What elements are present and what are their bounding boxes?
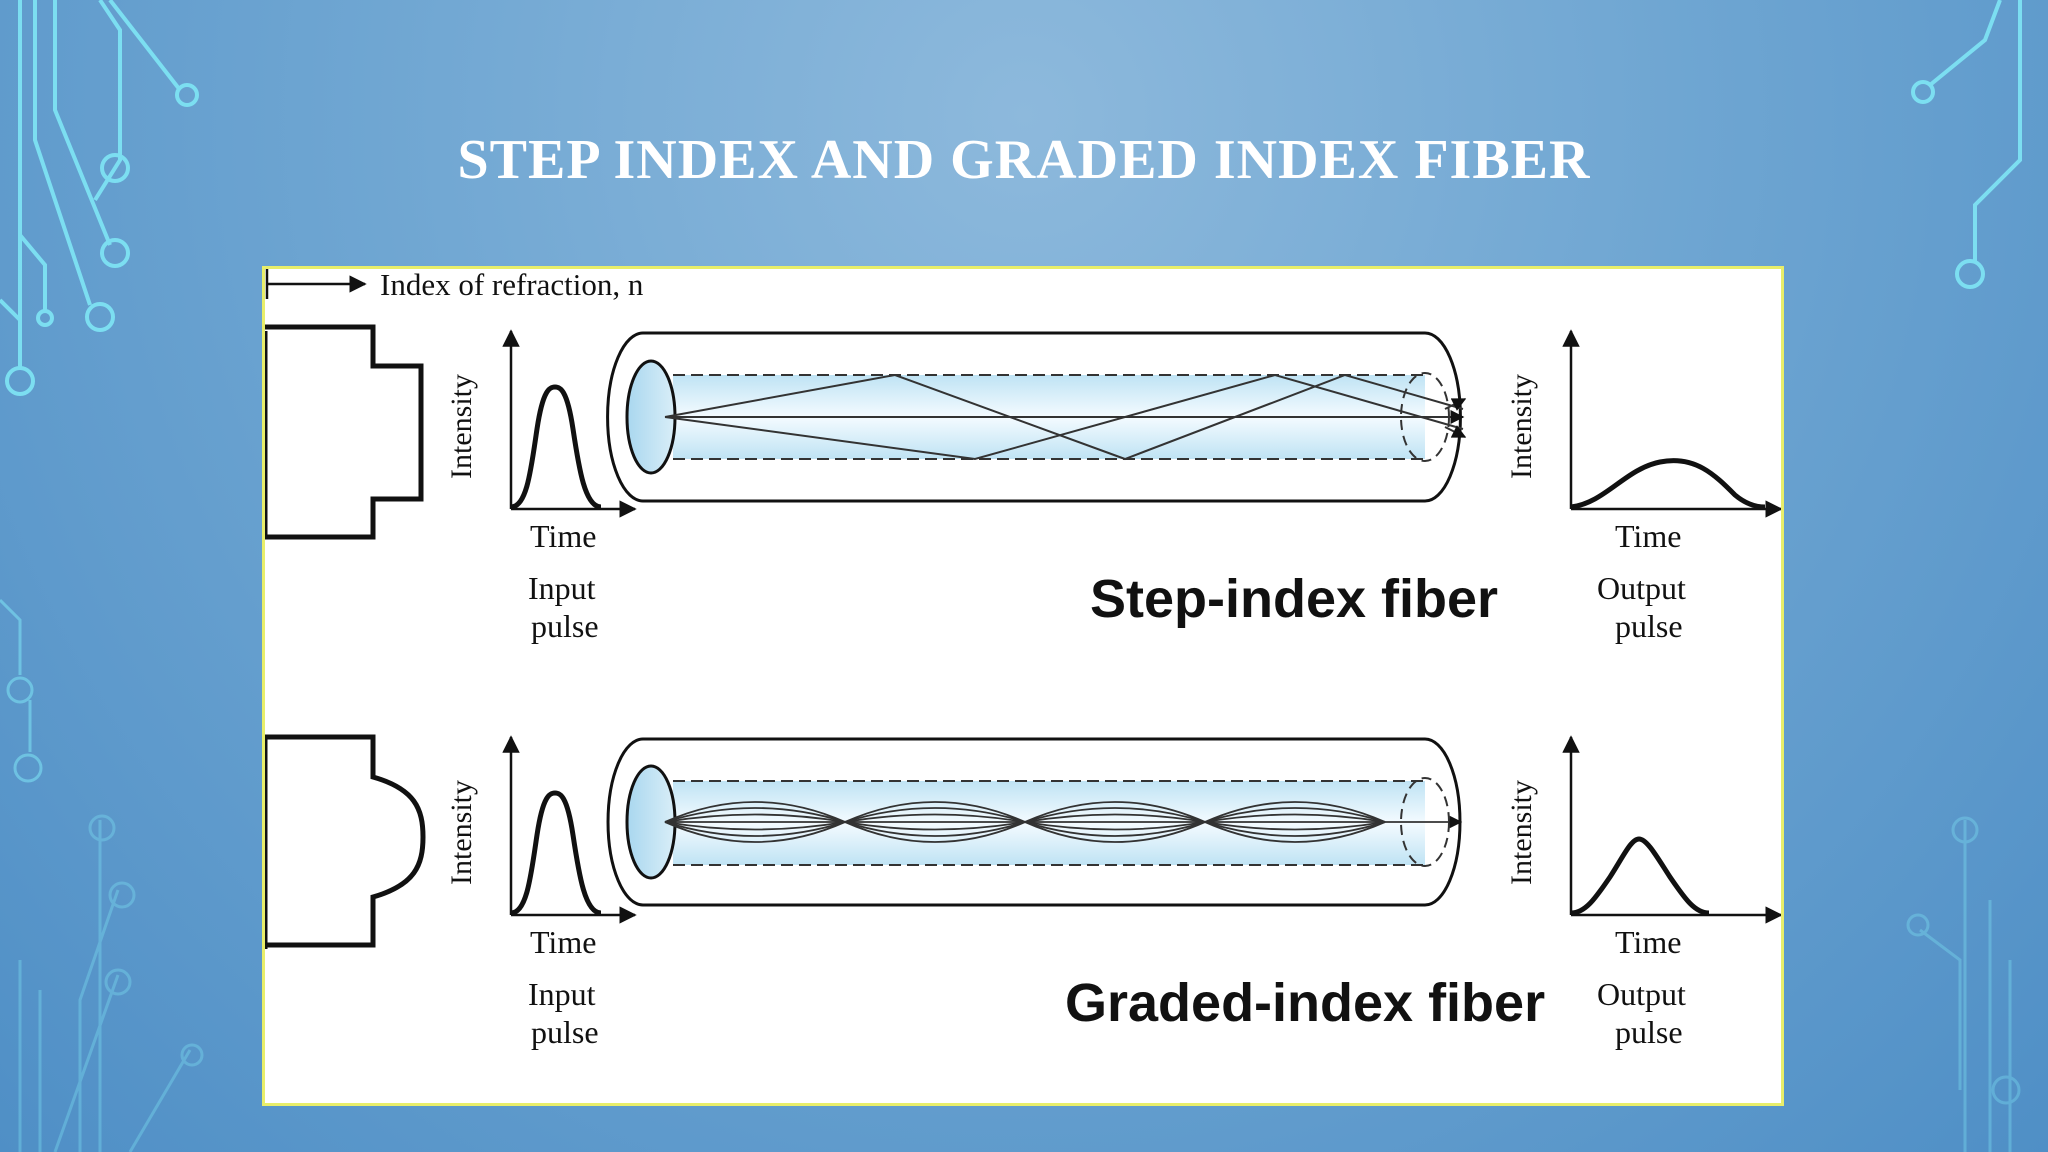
graded-output-label-2: pulse	[1615, 1014, 1683, 1050]
step-input-pulse-plot	[502, 329, 637, 518]
graded-output-pulse-plot	[1562, 735, 1783, 924]
graded-index-profile	[262, 734, 426, 949]
graded-input-label-1: Input	[528, 976, 596, 1012]
graded-output-axis-x: Time	[1615, 924, 1681, 960]
fiber-diagram: Index of refraction, n Intensity Time In…	[262, 267, 1783, 1050]
graded-output-label-1: Output	[1597, 976, 1686, 1012]
step-input-axis-x: Time	[530, 518, 596, 554]
graded-input-axis-x: Time	[530, 924, 596, 960]
step-output-pulse-plot	[1562, 329, 1783, 518]
fiber-diagram-frame: Index of refraction, n Intensity Time In…	[262, 266, 1784, 1106]
step-index-row: Intensity Time Input pulse	[262, 324, 1783, 644]
step-input-axis-y: Intensity	[445, 374, 478, 479]
graded-input-axis-y: Intensity	[445, 780, 478, 885]
graded-input-pulse-plot	[502, 735, 637, 924]
step-index-caption: Step-index fiber	[1090, 569, 1498, 629]
index-label-arrow	[265, 269, 367, 299]
index-label: Index of refraction, n	[380, 269, 644, 302]
graded-index-fiber	[606, 737, 1463, 907]
graded-input-label-2: pulse	[531, 1014, 599, 1050]
graded-index-row: Intensity Time Input pulse	[262, 734, 1783, 1050]
slide-title: STEP INDEX AND GRADED INDEX FIBER	[457, 129, 1591, 191]
step-output-label-2: pulse	[1615, 608, 1683, 644]
step-output-label-1: Output	[1597, 570, 1686, 606]
step-index-fiber	[606, 331, 1467, 503]
graded-output-axis-y: Intensity	[1505, 780, 1538, 885]
step-output-axis-x: Time	[1615, 518, 1681, 554]
step-input-label-2: pulse	[531, 608, 599, 644]
step-output-axis-y: Intensity	[1505, 374, 1538, 479]
step-input-label-1: Input	[528, 570, 596, 606]
step-index-profile	[262, 324, 424, 540]
graded-index-caption: Graded-index fiber	[1065, 973, 1545, 1033]
